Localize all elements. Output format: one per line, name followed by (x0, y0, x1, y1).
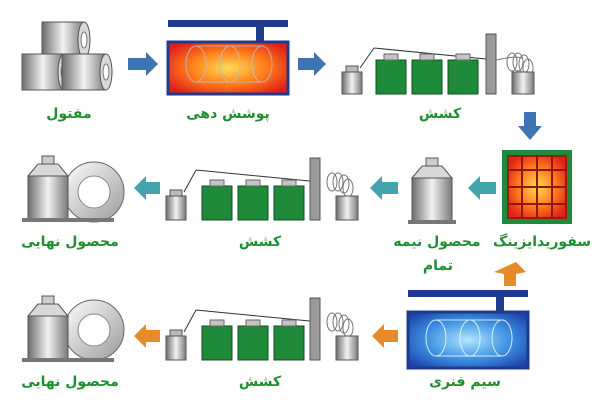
label-wire-rod: مفتول (46, 106, 92, 122)
coating-bath-icon (166, 20, 290, 96)
arrow-icon (468, 176, 496, 200)
arrow-icon (370, 176, 398, 200)
final-coil-icon (22, 295, 125, 362)
drawing-machine-icon (165, 297, 359, 361)
final-coil-icon (22, 155, 125, 223)
label-spheroidizing: سفوریدایزینگ (492, 234, 592, 250)
arrow-icon (298, 52, 326, 76)
spheroidizing-furnace-icon (502, 150, 572, 224)
spring-wire-bath-icon (406, 290, 530, 370)
arrow-icon (134, 176, 160, 200)
arrow-icon (372, 324, 398, 348)
drawing-machine-icon (165, 157, 359, 221)
semi-finished-coil-icon (408, 157, 456, 224)
label-semi-finished-1: محصول نیمه (393, 234, 481, 250)
label-final-product-1: محصول نهایی (21, 234, 119, 250)
label-drawing-3: کشش (238, 374, 282, 390)
label-drawing-1: کشش (418, 106, 462, 122)
label-coating: پوشش دهی (186, 106, 270, 122)
label-semi-finished-2: تمام (422, 258, 454, 274)
drawing-machine-icon (341, 33, 535, 95)
label-spring-wire: سیم فنری (429, 374, 501, 390)
arrow-icon (494, 262, 526, 286)
arrow-icon (518, 112, 542, 140)
label-final-product-2: محصول نهایی (21, 374, 119, 390)
label-drawing-2: کشش (238, 234, 282, 250)
arrow-icon (134, 324, 160, 348)
arrow-icon (128, 52, 158, 76)
wire-coil-stack-icon (21, 21, 113, 91)
